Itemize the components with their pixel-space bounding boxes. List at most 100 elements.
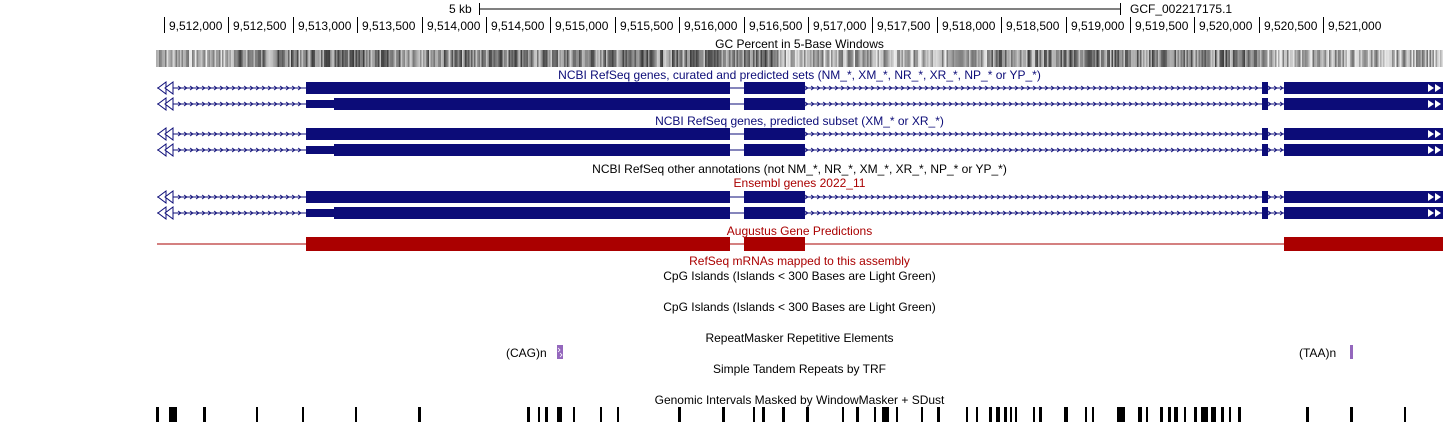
track-label-trf[interactable]: Simple Tandem Repeats by TRF [713, 362, 886, 376]
strand-chevron [954, 101, 959, 107]
gc-window [1044, 50, 1046, 67]
gc-window [645, 50, 647, 67]
track-label-ensembl[interactable]: Ensembl genes 2022_11 [733, 176, 866, 190]
strand-chevron [858, 194, 863, 200]
gc-window [1134, 50, 1136, 67]
gc-window [789, 50, 791, 67]
refseq-predicted-track[interactable] [0, 127, 1443, 159]
strand-chevron [1104, 194, 1109, 200]
refseq-curated-track[interactable] [0, 81, 1443, 113]
strand-chevron [1176, 210, 1181, 216]
strand-chevron [888, 147, 893, 153]
track-label-cpg-islands[interactable]: CpG Islands (Islands < 300 Bases are Lig… [663, 269, 936, 283]
gc-window [1338, 50, 1340, 67]
gene-exon [306, 128, 730, 140]
gc-window [580, 50, 582, 67]
strand-chevron [285, 147, 290, 153]
strand-chevron [1254, 101, 1259, 107]
gc-window [349, 50, 351, 67]
strand-chevron [804, 194, 809, 200]
gc-window [465, 50, 467, 67]
masked-interval [1138, 407, 1142, 422]
gc-window [802, 50, 804, 67]
gc-window [1257, 50, 1259, 67]
gc-window [199, 50, 201, 67]
strand-chevron [954, 147, 959, 153]
gc-window [889, 50, 891, 67]
strand-chevron [924, 194, 929, 200]
gc-window [1101, 50, 1103, 67]
gc-window [462, 50, 464, 67]
ruler-tick-label: 9,514,500 [491, 19, 545, 33]
gc-window [942, 50, 944, 67]
gene-exon [744, 82, 805, 94]
gc-window [1111, 50, 1113, 67]
gc-window [315, 50, 317, 67]
ensembl-track[interactable] [0, 190, 1443, 222]
gc-window [163, 50, 165, 67]
gc-window [552, 50, 554, 67]
gc-window [753, 50, 755, 67]
strand-chevron [1170, 101, 1175, 107]
gc-window [525, 50, 527, 67]
strand-chevron [237, 210, 242, 216]
track-label-refseq-curated[interactable]: NCBI RefSeq genes, curated and predicted… [558, 68, 1041, 82]
gc-window [297, 50, 299, 67]
gc-window [1174, 50, 1176, 67]
gc-window [751, 50, 753, 67]
gc-window [1356, 50, 1358, 67]
gc-window [208, 50, 210, 67]
gc-window [855, 50, 857, 67]
masked-interval [976, 407, 978, 422]
gc-window [1359, 50, 1361, 67]
gc-window [312, 50, 314, 67]
strand-chevron [858, 147, 863, 153]
track-label-augustus[interactable]: Augustus Gene Predictions [726, 224, 873, 238]
strand-chevron [1152, 131, 1157, 137]
gc-window [298, 50, 300, 67]
track-label-gc-percent[interactable]: GC Percent in 5-Base Windows [715, 37, 884, 51]
ruler-tick-label: 9,518,000 [942, 19, 996, 33]
gc-window [1335, 50, 1337, 67]
strand-chevron [213, 85, 218, 91]
track-label-cpg-islands-2[interactable]: CpG Islands (Islands < 300 Bases are Lig… [663, 300, 936, 314]
strand-chevron [1026, 85, 1031, 91]
repeat-element-cag[interactable] [557, 345, 565, 359]
windowmasker-track[interactable] [0, 407, 1443, 423]
gc-window [1336, 50, 1338, 67]
repeat-element-taa[interactable] [1350, 345, 1354, 359]
gc-window [859, 50, 861, 67]
gc-window [223, 50, 225, 67]
strand-chevron [1110, 194, 1115, 200]
gc-window [606, 50, 608, 67]
ruler-tick [486, 17, 487, 33]
gc-window [1375, 50, 1377, 67]
track-label-windowmasker[interactable]: Genomic Intervals Masked by WindowMasker… [654, 393, 945, 407]
gc-window [622, 50, 624, 67]
strand-chevron [804, 131, 809, 137]
strand-chevron [243, 194, 248, 200]
track-label-refseq-other[interactable]: NCBI RefSeq other annotations (not NM_*,… [592, 162, 1007, 176]
gc-window [295, 50, 297, 67]
strand-chevron [930, 85, 935, 91]
strand-chevron [237, 131, 242, 137]
gc-window [270, 50, 272, 67]
strand-chevron [1062, 101, 1067, 107]
track-label-repeatmasker[interactable]: RepeatMasker Repetitive Elements [705, 331, 894, 345]
augustus-exon [744, 237, 805, 251]
gc-window [615, 50, 617, 67]
track-label-refseq-mrna[interactable]: RefSeq mRNAs mapped to this assembly [689, 254, 910, 268]
augustus-track[interactable] [0, 236, 1443, 252]
strand-chevron [1164, 210, 1169, 216]
strand-chevron [249, 101, 254, 107]
strand-chevron [1248, 131, 1253, 137]
track-label-refseq-predicted[interactable]: NCBI RefSeq genes, predicted subset (XM_… [655, 114, 944, 128]
gc-window [898, 50, 900, 67]
gc-window [676, 50, 678, 67]
gc-window [1192, 50, 1194, 67]
gc-window [799, 50, 801, 67]
gc-window [1416, 50, 1418, 67]
strand-chevron [243, 210, 248, 216]
gc-percent-track[interactable] [156, 50, 1443, 67]
